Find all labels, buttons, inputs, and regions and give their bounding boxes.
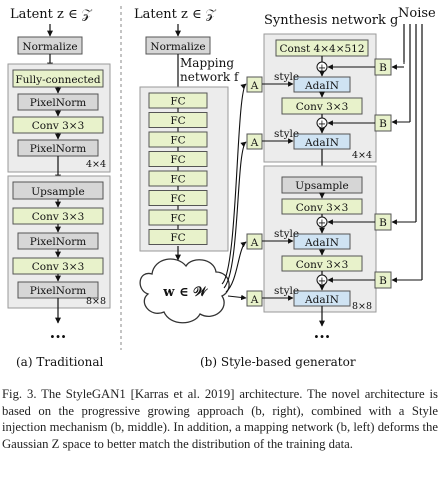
mapping-fc-label-1: FC	[170, 96, 185, 108]
style-label-3: style	[274, 228, 299, 240]
left-upsample-label: Upsample	[31, 186, 84, 198]
noise-label: Noise	[398, 6, 436, 21]
mapping-fc-label-7: FC	[170, 213, 185, 225]
style-label-2: style	[274, 128, 299, 140]
synthesis-network-title: Synthesis network g	[264, 13, 398, 28]
adain-label-1: AdaIN	[304, 80, 339, 92]
b-label-2: B	[379, 118, 387, 130]
left-block-4x4-res: 4×4	[86, 159, 106, 170]
a-label-1: A	[250, 80, 259, 92]
a-label-3: A	[250, 237, 259, 249]
b-label-1: B	[379, 62, 387, 74]
plus-icon-4: +	[318, 276, 326, 287]
mapping-fc-label-3: FC	[170, 135, 185, 147]
synthesis-conv-label-1: Conv 3×3	[296, 101, 349, 113]
w-latent-cloud: w ∈ 𝒲	[139, 258, 230, 324]
mid-subcaption: (b) Style-based generator	[200, 355, 356, 369]
left-continuation-dots: ···	[50, 327, 67, 346]
style-label-4: style	[274, 285, 299, 297]
a-label-4: A	[250, 294, 259, 306]
figure-caption: Fig. 3. The StyleGAN1 [Karras et al. 201…	[2, 386, 438, 452]
mapping-network-label-1: Mapping	[180, 56, 234, 70]
a-label-2: A	[250, 137, 259, 149]
b-label-3: B	[379, 217, 387, 229]
left-pixelnorm-label-2: PixelNorm	[30, 143, 86, 155]
left-pixelnorm-label-1: PixelNorm	[30, 97, 86, 109]
w-latent-label: w ∈ 𝒲	[162, 285, 208, 300]
adain-label-4: AdaIN	[304, 294, 339, 306]
plus-icon-3: +	[318, 218, 326, 229]
fc-stack: FC FC FC FC FC FC FC FC	[148, 92, 208, 245]
synthesis-conv-label-3: Conv 3×3	[296, 259, 349, 271]
mapping-network-panel	[139, 86, 229, 252]
figure-caption-text: Fig. 3. The StyleGAN1 [Karras et al. 201…	[2, 387, 438, 451]
left-fc-label: Fully-connected	[15, 74, 100, 86]
left-pixelnorm-label-3: PixelNorm	[30, 236, 86, 248]
left-conv-label-2: Conv 3×3	[32, 211, 85, 223]
mapping-fc-label-4: FC	[170, 154, 185, 166]
synthesis-continuation-dots: ···	[314, 327, 331, 346]
adain-label-3: AdaIN	[304, 237, 339, 249]
left-conv-label-3: Conv 3×3	[32, 261, 85, 273]
mapping-fc-label-8: FC	[170, 232, 185, 244]
mid-normalize-label: Normalize	[150, 41, 205, 53]
plus-icon-2: +	[318, 119, 326, 130]
synthesis-block-4x4-res: 4×4	[352, 150, 372, 161]
b-label-4: B	[379, 275, 387, 287]
mapping-fc-label-6: FC	[170, 193, 185, 205]
mid-latent-label: Latent z ∈ 𝒵	[134, 7, 217, 22]
mapping-fc-box-8	[148, 229, 208, 245]
adain-label-2: AdaIN	[304, 137, 339, 149]
left-subcaption: (a) Traditional	[16, 355, 104, 369]
const-label: Const 4×4×512	[279, 43, 364, 55]
synthesis-block-8x8-res: 8×8	[352, 301, 372, 312]
mapping-fc-label-5: FC	[170, 174, 185, 186]
stylegan-architecture-diagram: Latent z ∈ 𝒵 Normalize Fully-connected P…	[7, 6, 436, 369]
left-latent-label: Latent z ∈ 𝒵	[10, 7, 93, 22]
synthesis-conv-label-2: Conv 3×3	[296, 202, 349, 214]
style-label-1: style	[274, 71, 299, 83]
plus-icon-1: +	[318, 63, 326, 74]
mapping-fc-label-2: FC	[170, 115, 185, 127]
mapping-network-label-2: network f	[180, 70, 240, 84]
left-block-8x8-res: 8×8	[86, 296, 106, 307]
left-conv-label-1: Conv 3×3	[32, 120, 85, 132]
synthesis-upsample-label: Upsample	[295, 180, 348, 192]
left-pixelnorm-label-4: PixelNorm	[30, 285, 86, 297]
left-normalize-label: Normalize	[22, 41, 77, 53]
